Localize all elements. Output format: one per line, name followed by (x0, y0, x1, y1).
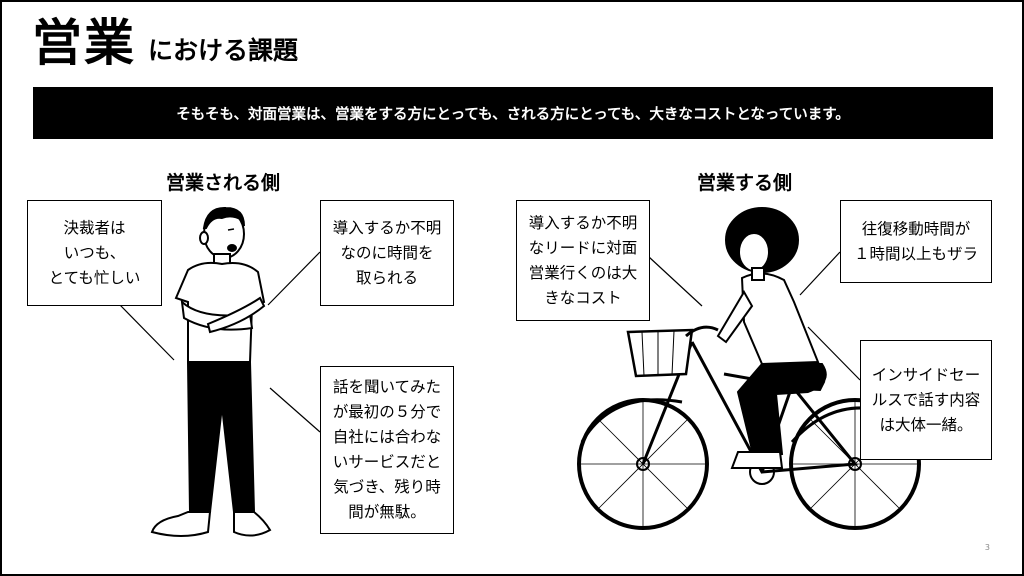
section-label-selling: 営業する側 (697, 172, 793, 194)
connector-travel (799, 251, 841, 296)
callout-inside-text: インサイドセー ルスで話す内容 は大体一緒。 (871, 365, 981, 434)
callout-busy-text: 決裁者は いつも、 とても忙しい (48, 218, 141, 287)
callout-waste: 話を聞いてみた が最初の５分で 自社には合わな いサービスだと 気づき、残り時 … (320, 366, 454, 534)
page-title-main: 営業 (32, 13, 136, 72)
section-label-receiving: 営業される側 (166, 172, 281, 194)
standing-person-icon (150, 206, 272, 537)
connector-cost (648, 256, 703, 307)
page-title-sub: における課題 (148, 36, 299, 65)
callout-busy: 決裁者は いつも、 とても忙しい (27, 200, 162, 306)
callout-inside: インサイドセー ルスで話す内容 は大体一緒。 (860, 340, 992, 460)
callout-time: 導入するか不明 なのに時間を 取られる (320, 200, 454, 306)
summary-banner: そもそも、対面営業は、営業をする方にとっても、される方にとっても、大きなコストと… (33, 87, 993, 139)
callout-time-text: 導入するか不明 なのに時間を 取られる (332, 218, 442, 287)
callout-cost: 導入するか不明 なリードに対面 営業行くのは大 きなコスト (516, 200, 650, 321)
callout-cost-text: 導入するか不明 なリードに対面 営業行くのは大 きなコスト (528, 213, 638, 307)
callout-travel-text: 往復移動時間が １時間以上もザラ (853, 219, 978, 263)
callout-travel: 往復移動時間が １時間以上もザラ (840, 200, 992, 283)
callout-waste-text: 話を聞いてみた が最初の５分で 自社には合わな いサービスだと 気づき、残り時 … (332, 378, 442, 521)
connector-busy (119, 304, 175, 361)
connector-waste (269, 387, 321, 433)
page-number: 3 (984, 543, 990, 552)
bicycle-rider-icon (577, 207, 921, 530)
connector-time (267, 251, 321, 306)
connector-inside (807, 326, 861, 381)
